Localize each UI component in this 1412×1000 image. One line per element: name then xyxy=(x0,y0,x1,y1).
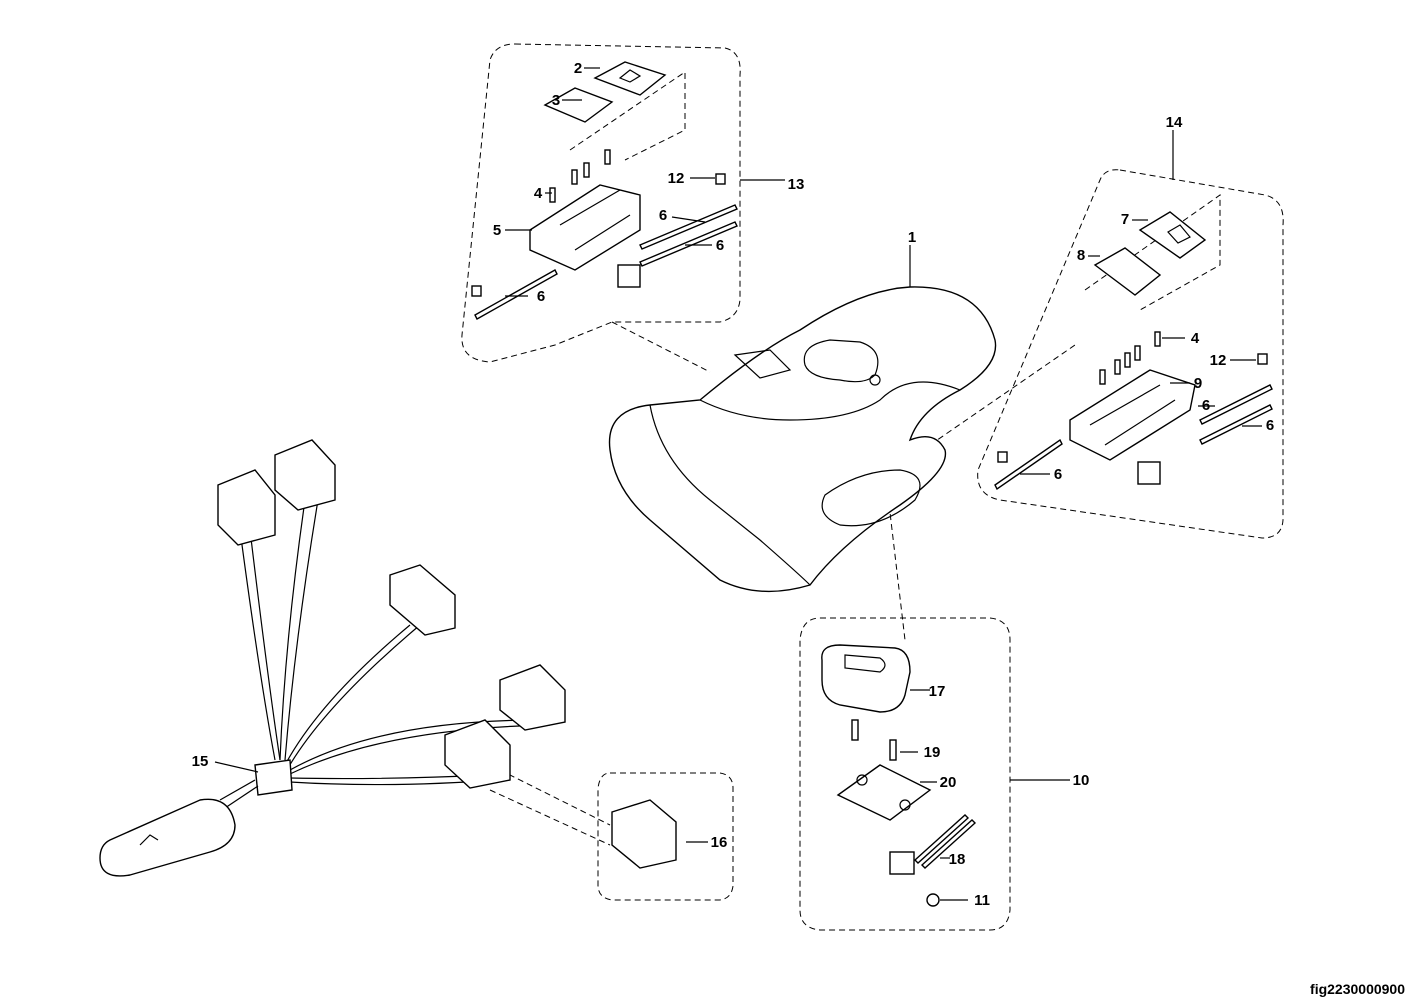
group-10-boundary xyxy=(799,617,1011,931)
callout-1: 1 xyxy=(908,229,916,246)
callout-17: 17 xyxy=(929,683,946,700)
callout-8: 8 xyxy=(1077,247,1085,264)
screws-part-4 xyxy=(549,149,611,203)
micro-switch-small-right xyxy=(1137,461,1161,485)
bracket-part-20 xyxy=(836,764,932,821)
callout-6: 6 xyxy=(537,288,545,305)
screws-part-4-right xyxy=(1099,331,1161,385)
callout-6: 6 xyxy=(1054,466,1062,483)
callout-6: 6 xyxy=(716,237,724,254)
group-14-boundary xyxy=(977,169,1284,539)
callout-3: 3 xyxy=(552,92,560,109)
pins-part-6-right xyxy=(994,384,1273,491)
micro-switches xyxy=(217,439,677,869)
callout-leader-lines xyxy=(214,67,1262,901)
callout-15: 15 xyxy=(192,753,209,770)
pins-part-6 xyxy=(474,204,738,320)
callout-4-right: 4 xyxy=(1191,330,1200,347)
callout-5: 5 xyxy=(493,222,501,239)
seat-cover-part-1 xyxy=(608,286,997,593)
cover-part-7 xyxy=(1138,211,1207,259)
callout-16: 16 xyxy=(711,834,728,851)
callout-2: 2 xyxy=(574,60,582,77)
clip-part-12-right xyxy=(997,353,1268,463)
figure-id: fig2230000900 xyxy=(1310,981,1405,997)
wiring-harness-part-15 xyxy=(99,499,551,877)
switch-holder-part-9 xyxy=(1069,369,1196,461)
callout-4: 4 xyxy=(534,185,543,202)
callout-20: 20 xyxy=(940,774,957,791)
clip-part-12 xyxy=(471,173,726,297)
screws-part-19 xyxy=(851,719,897,761)
callout-10: 10 xyxy=(1073,772,1090,789)
button-part-17 xyxy=(821,644,911,713)
micro-switch-small xyxy=(617,264,641,288)
cover-part-8 xyxy=(1093,247,1162,296)
callout-12: 12 xyxy=(668,170,685,187)
callout-6: 6 xyxy=(1202,397,1210,414)
callout-9: 9 xyxy=(1194,375,1202,392)
group-13-boundary xyxy=(461,43,741,363)
cover-part-3 xyxy=(543,87,614,123)
callout-19: 19 xyxy=(924,744,941,761)
nut-part-11 xyxy=(926,893,940,907)
callout-11: 11 xyxy=(974,892,990,909)
callout-13: 13 xyxy=(788,176,805,193)
callout-6: 6 xyxy=(659,207,667,224)
callout-12-right: 12 xyxy=(1210,352,1227,369)
callout-14: 14 xyxy=(1166,114,1183,131)
cover-part-2 xyxy=(593,61,667,96)
group-16-boundary xyxy=(597,772,734,901)
switch-holder-part-5 xyxy=(529,184,641,271)
callout-18: 18 xyxy=(949,851,966,868)
callout-6: 6 xyxy=(1266,417,1274,434)
micro-switch-part-10 xyxy=(889,851,915,875)
callout-7: 7 xyxy=(1121,211,1129,228)
pins-part-18 xyxy=(913,814,977,869)
